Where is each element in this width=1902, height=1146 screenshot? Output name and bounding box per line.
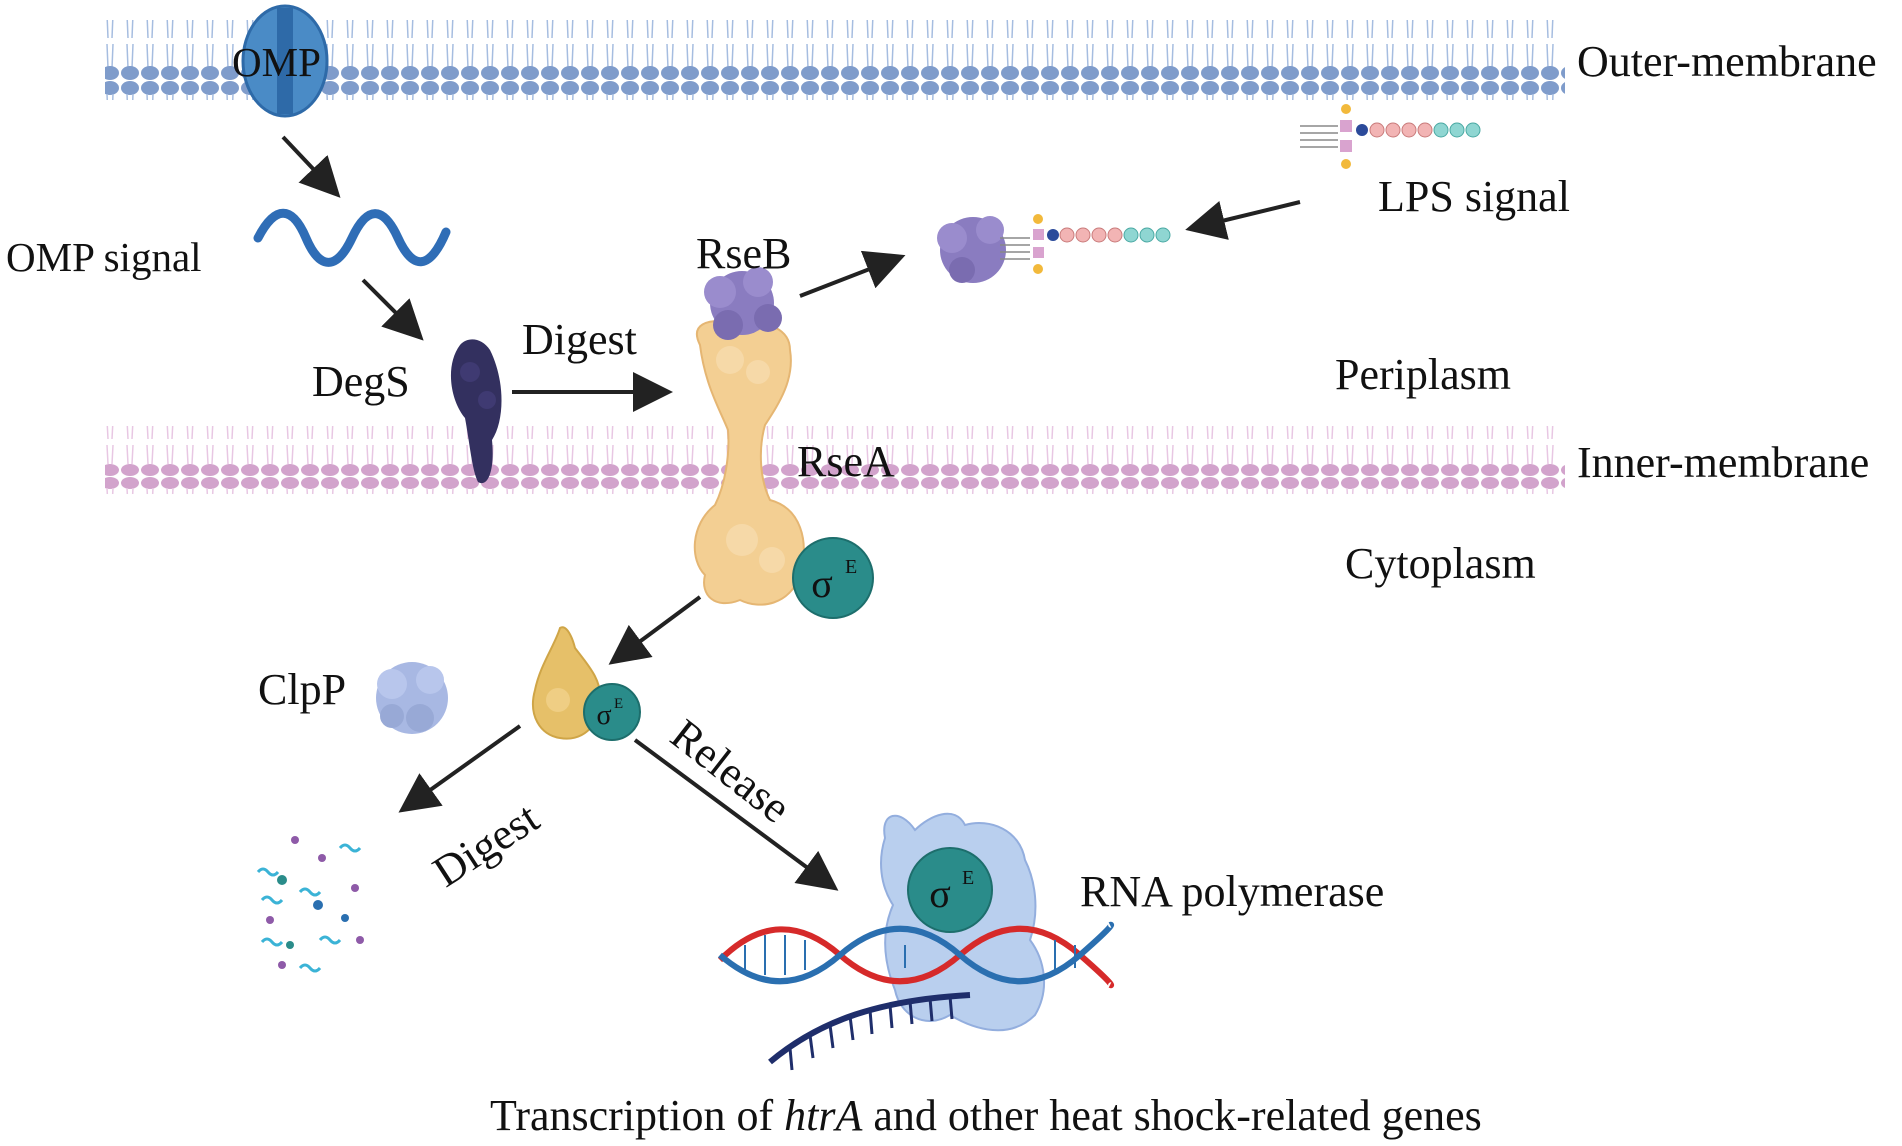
sigma-e-bound: σ E [792,537,874,619]
periplasm-label: Periplasm [1335,350,1511,399]
arrow-signal-to-degs [361,278,424,341]
rna-polymerase-label: RNA polymerase [1080,867,1385,916]
dna-strand-blue [718,921,1115,985]
rseb-protein [704,267,782,340]
rseb-lps-complex [937,214,1171,283]
rsea-protein [693,319,805,606]
sigma-e-polymerase: σ E [907,847,993,933]
omp-signal-wave [253,208,451,267]
svg-text:σ: σ [596,700,611,731]
degs-label: DegS [312,357,410,406]
rna-transcript [768,992,971,1065]
digested-peptides [256,836,364,973]
svg-text:E: E [962,867,974,889]
lps-signal-label: LPS signal [1378,172,1570,221]
inner-membrane-label: Inner-membrane [1577,438,1870,487]
dna-base-pairs [744,935,1076,975]
svg-text:σ: σ [929,871,951,916]
cytoplasm-label: Cytoplasm [1345,539,1536,588]
arrow-fragment-digest [398,724,522,813]
arrow-lps-signal [1185,200,1301,240]
omp-protein [241,4,329,118]
degs-protein [450,339,502,484]
dna-strand-red [717,925,1115,989]
caption-suffix: and other heat shock-related genes [862,1091,1482,1140]
caption-gene: htrA [784,1091,863,1140]
arrow-rseb-to-lps-complex [799,250,906,298]
sigma-e-fragment: σ E [583,683,641,741]
arrow-rsea-to-fragment [608,595,702,665]
omp-label: OMP [232,39,321,85]
clpp-protein [376,662,448,734]
caption: Transcription of htrA and other heat sho… [490,1090,1482,1141]
svg-text:E: E [614,696,623,712]
lps-molecule [1300,104,1481,169]
outer-membrane-label: Outer-membrane [1577,37,1877,86]
svg-text:σ: σ [811,561,833,606]
rseb-label: RseB [696,229,792,278]
caption-prefix: Transcription of [490,1091,785,1140]
svg-text:E: E [845,556,857,578]
inner-membrane [105,426,1565,494]
arrow-omp-to-signal [281,135,341,198]
clpp-label: ClpP [258,665,347,714]
rsea-label: RseA [797,437,895,486]
digest-top-label: Digest [522,315,637,364]
arrow-fragment-release [633,738,839,891]
rna-bases [788,995,954,1071]
omp-signal-label: OMP signal [6,234,202,280]
outer-membrane [105,20,1565,100]
